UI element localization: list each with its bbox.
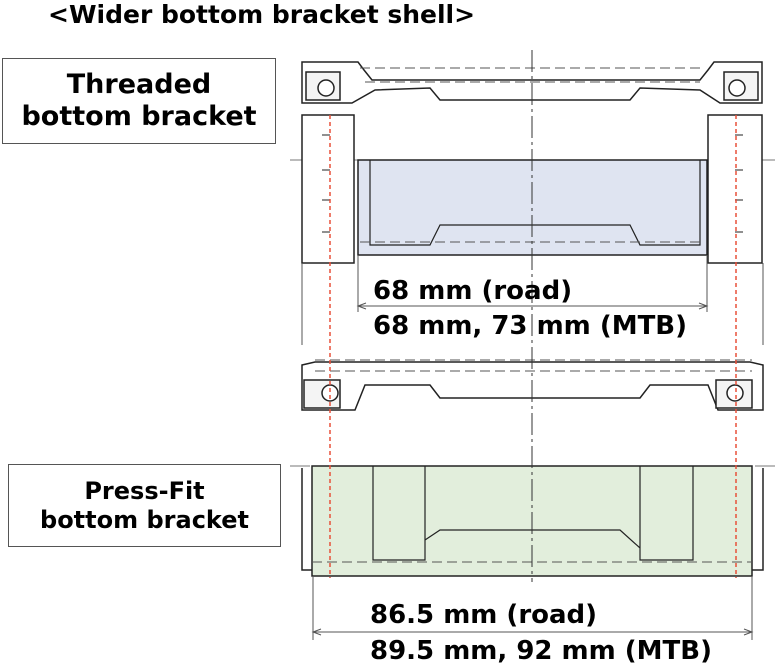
threaded-label-line2: bottom bracket (21, 101, 257, 132)
threaded-cup-right (707, 114, 763, 264)
pressfit-label-line1: Press-Fit (84, 476, 205, 505)
pressfit-dim-road: 86.5 mm (road) (370, 600, 597, 630)
crank-bearing-assembly-top (301, 61, 763, 104)
pressfit-dim-mtb: 89.5 mm, 92 mm (MTB) (370, 636, 712, 665)
threaded-label-box: Threaded bottom bracket (2, 58, 276, 144)
pressfit-label-box: Press-Fit bottom bracket (8, 464, 281, 547)
diagram-title: <Wider bottom bracket shell> (48, 0, 476, 29)
threaded-dim-road: 68 mm (road) (373, 276, 572, 306)
threaded-label-line1: Threaded (66, 68, 212, 100)
threaded-dim-mtb: 68 mm, 73 mm (MTB) (373, 311, 687, 341)
pressfit-label-line2: bottom bracket (40, 505, 249, 534)
threaded-cup-left (301, 114, 355, 264)
